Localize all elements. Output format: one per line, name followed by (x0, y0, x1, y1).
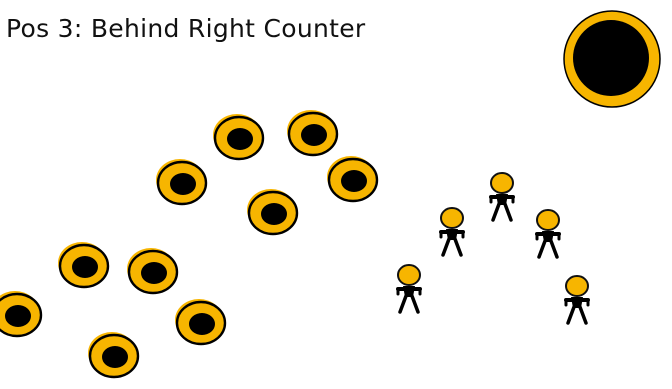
floor-spots-group (0, 110, 377, 377)
floor-spot-icon (0, 291, 41, 336)
floor-spot-icon (58, 242, 108, 287)
people-group (398, 173, 588, 323)
floor-spot-icon (287, 110, 337, 155)
floor-spot-icon (127, 248, 177, 293)
standing-person-icon (491, 173, 513, 220)
large-position-marker-icon (564, 11, 660, 107)
floor-spot-icon (213, 114, 263, 159)
floor-spot-icon (88, 332, 138, 377)
standing-person-icon (537, 210, 559, 257)
floor-spot-icon (156, 159, 206, 204)
standing-person-icon (566, 276, 588, 323)
floor-spot-icon (247, 189, 297, 234)
standing-person-icon (398, 265, 420, 312)
floor-spot-icon (175, 299, 225, 344)
floor-spot-icon (327, 156, 377, 201)
standing-person-icon (441, 208, 463, 255)
